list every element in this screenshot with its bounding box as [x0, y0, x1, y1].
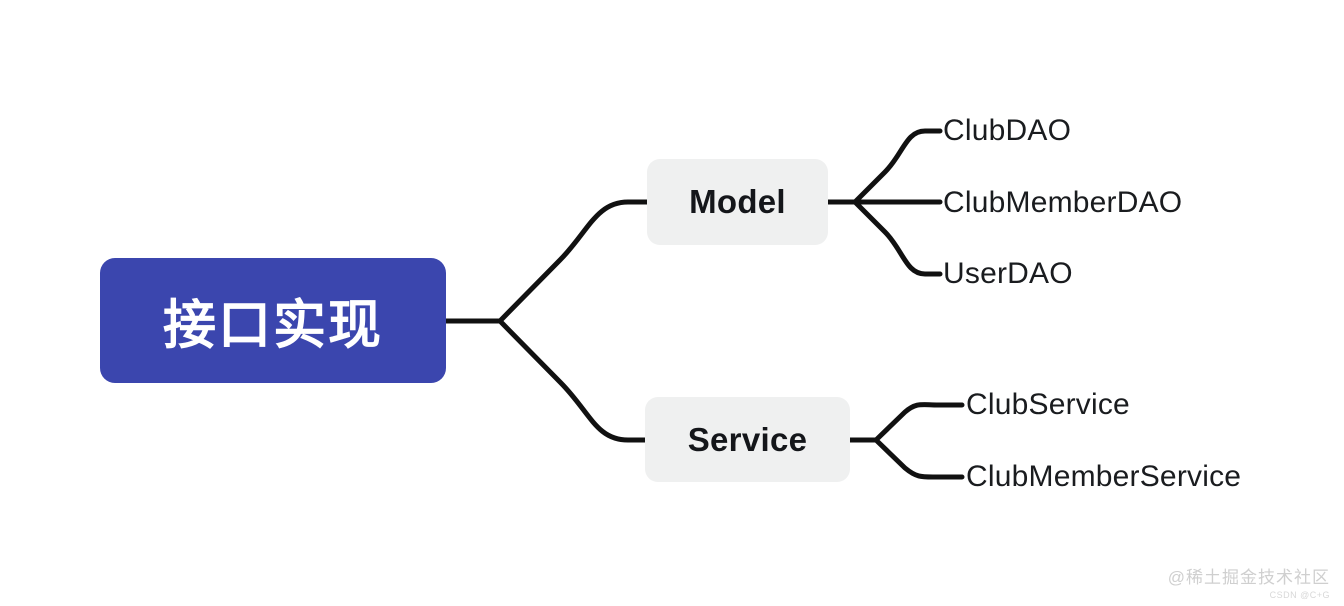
- watermark: @稀土掘金技术社区 CSDN @C+G: [1168, 568, 1330, 600]
- mindmap-branch-service[interactable]: Service: [645, 397, 850, 482]
- mindmap-leaf-userdao[interactable]: UserDAO: [943, 257, 1073, 290]
- link-model-userdao: [852, 199, 943, 277]
- mindmap-branch-model[interactable]: Model: [647, 159, 828, 245]
- link-model-clubdao: [852, 128, 943, 205]
- watermark-main-text: @稀土掘金技术社区: [1167, 567, 1330, 587]
- mindmap-leaf-clubdao[interactable]: ClubDAO: [943, 114, 1072, 147]
- link-service-clubmemberservice: [873, 437, 965, 480]
- watermark-sub-text: CSDN @C+G: [1269, 590, 1330, 600]
- mindmap-leaf-clubmemberdao[interactable]: ClubMemberDAO: [943, 186, 1183, 219]
- mindmap-branch-model-label: Model: [689, 183, 786, 220]
- link-root-service: [497, 318, 648, 443]
- mindmap-leaf-clubmemberservice[interactable]: ClubMemberService: [966, 460, 1242, 493]
- mindmap-root-node[interactable]: 接口实现: [100, 258, 446, 383]
- mindmap-branch-service-label: Service: [687, 420, 808, 458]
- link-service-clubservice: [873, 402, 965, 443]
- link-root-model: [497, 199, 650, 324]
- mindmap-leaf-clubservice[interactable]: ClubService: [966, 388, 1130, 421]
- mindmap-root-label: 接口实现: [163, 295, 383, 355]
